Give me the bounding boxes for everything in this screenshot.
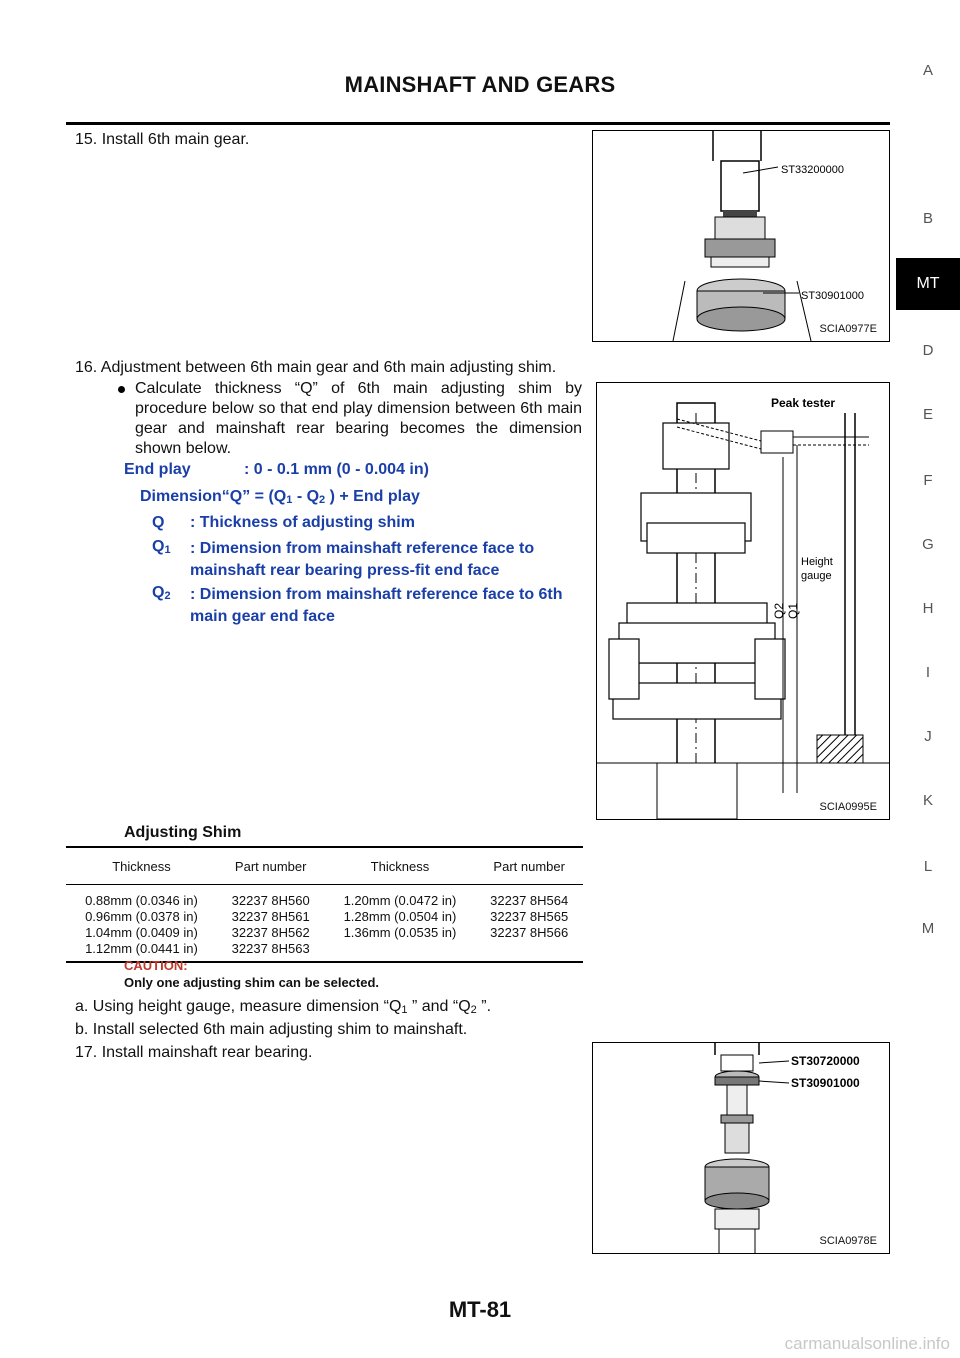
table-header-row: Thickness Part number Thickness Part num… bbox=[66, 846, 583, 885]
cell-value: 1.12mm (0.0441 in) bbox=[85, 941, 198, 956]
cell-value: 32237 8H560 bbox=[231, 893, 310, 908]
table-title: Adjusting Shim bbox=[124, 824, 242, 841]
cell-value: 32237 8H562 bbox=[231, 925, 310, 940]
section-index-l[interactable]: L bbox=[923, 858, 933, 875]
figure-id: SCIA0978E bbox=[819, 1235, 877, 1247]
section-index-d[interactable]: D bbox=[922, 342, 934, 359]
formula-sub2: 2 bbox=[319, 494, 326, 506]
col-header-thickness-1: Thickness bbox=[66, 846, 217, 885]
section-index-a[interactable]: A bbox=[922, 62, 933, 79]
table-row: 0.88mm (0.0346 in) 0.96mm (0.0378 in) 1.… bbox=[66, 884, 583, 963]
step-a-prefix: a. Using height gauge, measure dimension… bbox=[75, 998, 402, 1015]
mainshaft-gear-press-illustration: ST33200000 ST30901000 bbox=[672, 131, 864, 341]
figure-height-gauge-measurement: Peak tester Height gauge Q2 Q1 SCIA0995E bbox=[596, 382, 890, 820]
cell-value: 1.20mm (0.0472 in) bbox=[343, 893, 457, 908]
dimension-q2-label: Q2 bbox=[772, 603, 786, 619]
formula-part-c: ) + End play bbox=[325, 488, 420, 505]
height-gauge-illustration: Peak tester Height gauge Q2 Q1 bbox=[597, 396, 889, 819]
section-index-m[interactable]: M bbox=[921, 920, 935, 937]
tool-label-st30901000: ST30901000 bbox=[791, 1076, 860, 1090]
bullet-text: Calculate thickness “Q” of 6th main adju… bbox=[135, 380, 582, 457]
caution-text: Only one adjusting shim can be selected. bbox=[124, 975, 380, 990]
adjusting-shim-table: Thickness Part number Thickness Part num… bbox=[66, 846, 583, 963]
cell-value: 0.88mm (0.0346 in) bbox=[85, 893, 198, 908]
cell-value: 0.96mm (0.0378 in) bbox=[85, 909, 198, 924]
q-label: Q bbox=[152, 514, 165, 531]
section-index-b[interactable]: B bbox=[922, 210, 933, 227]
q2-label: Q2 bbox=[152, 584, 171, 602]
endplay-label: End play bbox=[124, 461, 191, 478]
figure-install-rear-bearing: ST30720000 ST30901000 SCIA0978E bbox=[592, 1042, 890, 1254]
height-gauge-label-line2: gauge bbox=[801, 570, 832, 582]
step-17: 17. Install mainshaft rear bearing. bbox=[75, 1044, 313, 1061]
formula-sub1: 1 bbox=[286, 494, 293, 506]
tool-label-st30720000: ST30720000 bbox=[791, 1054, 860, 1068]
height-gauge-label-line1: Height bbox=[801, 556, 833, 568]
section-index-g[interactable]: G bbox=[922, 536, 934, 553]
watermark: carmanualsonline.info bbox=[784, 1334, 950, 1353]
cell-value: 32237 8H566 bbox=[490, 925, 569, 940]
section-index-k[interactable]: K bbox=[922, 792, 933, 809]
formula-part-b: - Q bbox=[292, 488, 320, 505]
cell-value: 1.04mm (0.0409 in) bbox=[85, 925, 198, 940]
cell-value: 32237 8H561 bbox=[231, 909, 310, 924]
figure-install-6th-main-gear: ST33200000 ST30901000 SCIA0977E bbox=[592, 130, 890, 342]
step-15: 15. Install 6th main gear. bbox=[75, 131, 250, 148]
cell-part-number-1: 32237 8H560 32237 8H561 32237 8H562 3223… bbox=[216, 884, 325, 963]
cell-value: 32237 8H564 bbox=[490, 893, 569, 908]
q1-label: Q1 bbox=[152, 538, 171, 556]
step-a-sub1: 1 bbox=[401, 1004, 408, 1016]
col-header-part-number-1: Part number bbox=[216, 846, 325, 885]
q1-desc: : Dimension from mainshaft reference fac… bbox=[190, 540, 535, 579]
section-index-j[interactable]: J bbox=[924, 728, 932, 745]
step-a: a. Using height gauge, measure dimension… bbox=[75, 997, 491, 1020]
dimension-q1-label: Q1 bbox=[786, 603, 800, 619]
cell-part-number-2: 32237 8H564 32237 8H565 32237 8H566 bbox=[475, 884, 583, 963]
caution-label: CAUTION: bbox=[124, 958, 188, 973]
step-b: b. Install selected 6th main adjusting s… bbox=[75, 1021, 468, 1038]
cell-thickness-2: 1.20mm (0.0472 in) 1.28mm (0.0504 in) 1.… bbox=[324, 884, 476, 963]
section-index-h[interactable]: H bbox=[922, 600, 934, 617]
col-header-thickness-2: Thickness bbox=[324, 846, 476, 885]
step-a-mid: ” and “Q bbox=[407, 998, 471, 1015]
q1-sub: 1 bbox=[164, 544, 171, 556]
step-a-sub2: 2 bbox=[470, 1004, 477, 1016]
page-title: MAINSHAFT AND GEARS bbox=[344, 72, 616, 97]
step-a-suffix: ”. bbox=[476, 998, 492, 1015]
q2-desc: : Dimension from mainshaft reference fac… bbox=[190, 586, 563, 625]
tool-label-st33200000: ST33200000 bbox=[781, 164, 844, 176]
figure-id: SCIA0995E bbox=[819, 801, 877, 813]
cell-value: 1.36mm (0.0535 in) bbox=[343, 925, 457, 940]
figure-id: SCIA0977E bbox=[819, 323, 877, 335]
formula: Dimension“Q” = (Q1 - Q2 ) + End play bbox=[140, 488, 420, 506]
section-index-f[interactable]: F bbox=[923, 472, 933, 489]
q2-letter: Q bbox=[152, 584, 165, 601]
header-rule bbox=[66, 122, 890, 125]
q-desc: : Thickness of adjusting shim bbox=[190, 514, 415, 531]
rear-bearing-press-illustration: ST30720000 ST30901000 bbox=[704, 1043, 860, 1253]
step-16-bullet: Calculate thickness “Q” of 6th main adju… bbox=[118, 379, 582, 459]
col-header-part-number-2: Part number bbox=[475, 846, 583, 885]
page-number: MT-81 bbox=[448, 1297, 512, 1322]
cell-value: 32237 8H563 bbox=[231, 941, 310, 956]
q1-letter: Q bbox=[152, 538, 165, 555]
bullet-dot bbox=[118, 386, 125, 393]
cell-thickness-1: 0.88mm (0.0346 in) 0.96mm (0.0378 in) 1.… bbox=[66, 884, 217, 963]
section-index-i[interactable]: I bbox=[925, 664, 931, 681]
section-index-mt-active[interactable]: MT bbox=[896, 258, 960, 310]
peak-tester-label: Peak tester bbox=[771, 396, 835, 410]
q2-sub: 2 bbox=[164, 590, 171, 602]
cell-value: 1.28mm (0.0504 in) bbox=[343, 909, 457, 924]
section-index-e[interactable]: E bbox=[922, 406, 933, 423]
tool-label-st30901000: ST30901000 bbox=[801, 290, 864, 302]
cell-value: 32237 8H565 bbox=[490, 909, 569, 924]
formula-part-a: Dimension“Q” = (Q bbox=[140, 488, 287, 505]
step-16: 16. Adjustment between 6th main gear and… bbox=[75, 359, 557, 376]
endplay-value: : 0 - 0.1 mm (0 - 0.004 in) bbox=[244, 461, 429, 478]
